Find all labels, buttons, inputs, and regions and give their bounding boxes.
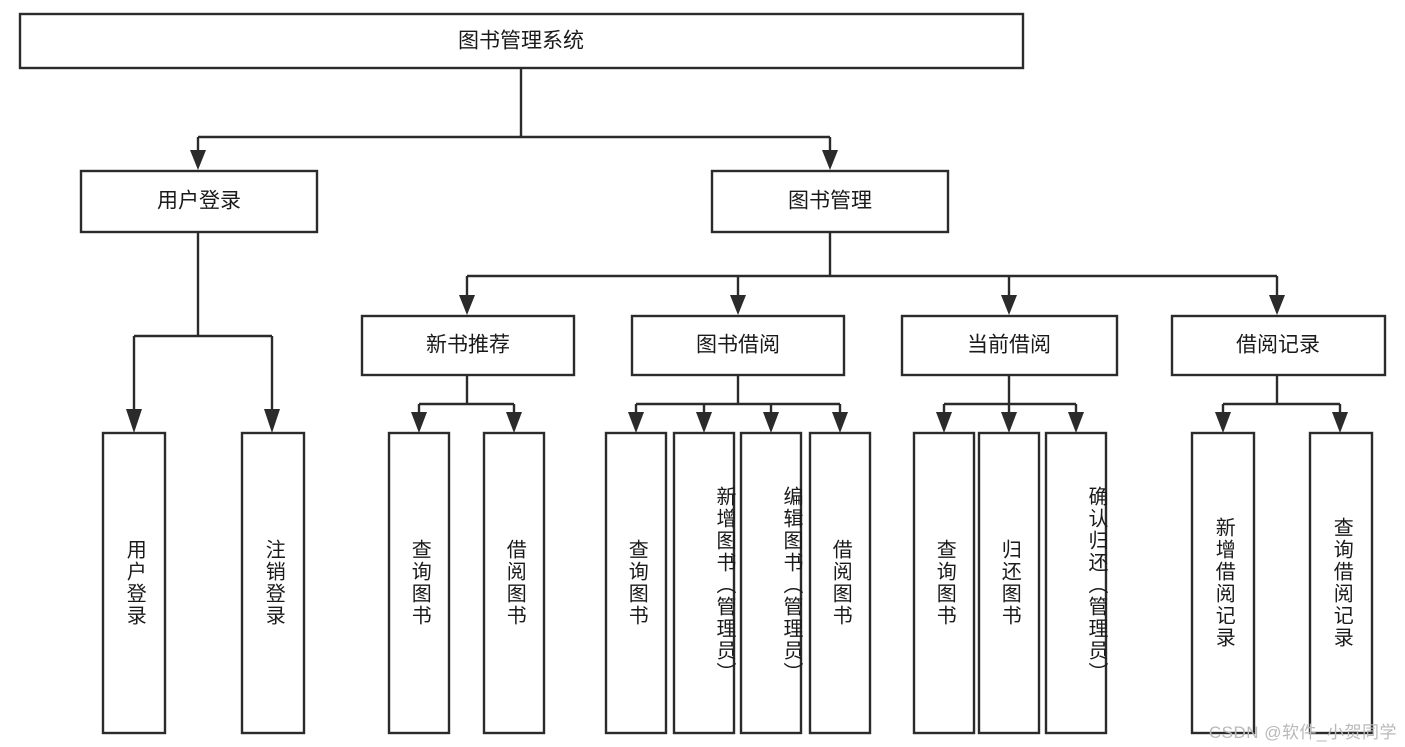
- node-current-borrowing-box[interactable]: [900, 314, 1119, 377]
- leaf-box-confirm-return-admin[interactable]: [1044, 431, 1108, 735]
- arrow-head-new-book-rec: [459, 295, 475, 315]
- arrow-head-bb-child1: [628, 412, 644, 433]
- leaf-box-query-book-3[interactable]: [912, 431, 976, 735]
- node-borrowing-record-box[interactable]: [1170, 314, 1387, 377]
- node-new-book-recommendation-label: 新书推荐: [426, 334, 510, 357]
- node-book-borrowing[interactable]: 图书借阅: [630, 314, 846, 377]
- arrow-head-br-child2: [1332, 412, 1348, 433]
- leaf-box-query-book-1[interactable]: [387, 431, 451, 735]
- arrow-head-leaf-logout: [264, 409, 280, 433]
- node-book-borrowing-box[interactable]: [630, 314, 846, 377]
- leaf-box-query-book-2[interactable]: [604, 431, 668, 735]
- leaf-box-return-book[interactable]: [977, 431, 1041, 735]
- leaf-box-add-book-admin[interactable]: [672, 431, 736, 735]
- watermark-text: CSDN @软件_小贺同学: [1208, 723, 1397, 742]
- arrow-head-bb-child4: [832, 412, 848, 433]
- node-user-login-label: 用户登录: [157, 190, 241, 213]
- node-book-management-label: 图书管理: [788, 190, 872, 213]
- arrow-head-borrow-record: [1269, 295, 1285, 315]
- connector-group-new-book-rec-children: [411, 375, 522, 433]
- arrow-head-br-child1: [1215, 412, 1231, 433]
- node-user-login-box[interactable]: [79, 169, 319, 234]
- node-root-label: 图书管理系统: [458, 30, 584, 53]
- leaf-box-borrow-book-1[interactable]: [482, 431, 546, 735]
- connector-group-root-to-level2: [190, 68, 838, 170]
- arrow-head-current-borrow: [1001, 295, 1017, 315]
- arrow-head-user-login: [190, 150, 206, 170]
- leaf-box-user-login[interactable]: [101, 431, 167, 735]
- connector-group-borrow-record-children: [1215, 375, 1348, 433]
- node-user-login[interactable]: 用户登录: [79, 169, 319, 234]
- arrow-head-book-borrow: [730, 295, 746, 315]
- arrow-head-book-mgmt: [822, 150, 838, 170]
- connector-group-book-mgmt-children: [459, 232, 1285, 315]
- node-root-box[interactable]: [18, 12, 1025, 70]
- arrow-head-cb-child2: [1001, 412, 1017, 433]
- node-new-book-recommendation[interactable]: 新书推荐: [360, 314, 576, 377]
- connector-group-book-borrow-children: [628, 375, 848, 433]
- node-new-book-recommendation-box[interactable]: [360, 314, 576, 377]
- node-borrowing-record[interactable]: 借阅记录: [1170, 314, 1387, 377]
- arrow-head-bb-child3: [763, 412, 779, 433]
- leaf-box-add-borrow-record[interactable]: [1190, 431, 1256, 735]
- arrow-head-leaf-user-login: [126, 409, 142, 433]
- node-current-borrowing[interactable]: 当前借阅: [900, 314, 1119, 377]
- node-book-borrowing-label: 图书借阅: [696, 334, 780, 357]
- node-book-management-box[interactable]: [710, 169, 950, 234]
- leaf-box-logout[interactable]: [240, 431, 306, 735]
- arrow-head-nbr-child1: [411, 412, 427, 433]
- leaf-box-query-borrow-record[interactable]: [1308, 431, 1374, 735]
- leaf-box-edit-book-admin[interactable]: [739, 431, 803, 735]
- node-book-management[interactable]: 图书管理: [710, 169, 950, 234]
- connector-group-user-login-children: [126, 232, 280, 433]
- node-current-borrowing-label: 当前借阅: [967, 334, 1051, 357]
- leaf-box-borrow-book-2[interactable]: [808, 431, 872, 735]
- arrow-head-nbr-child2: [506, 412, 522, 433]
- arrow-head-cb-child1: [936, 412, 952, 433]
- node-root[interactable]: 图书管理系统: [18, 12, 1025, 70]
- arrow-head-bb-child2: [696, 412, 712, 433]
- node-borrowing-record-label: 借阅记录: [1236, 334, 1320, 357]
- arrow-head-cb-child3: [1068, 412, 1084, 433]
- connector-group-current-borrow-children: [936, 375, 1084, 433]
